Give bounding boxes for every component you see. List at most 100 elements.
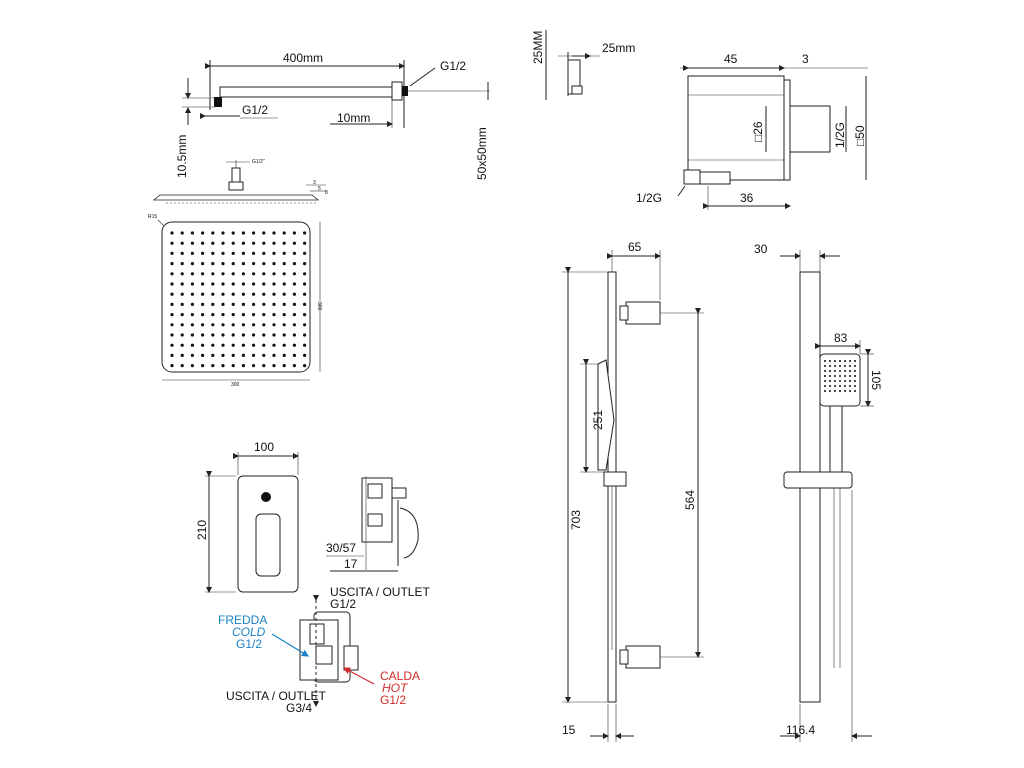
nozzle-dot xyxy=(180,292,184,296)
nozzle-dot xyxy=(252,241,256,245)
nozzle-dot xyxy=(231,323,235,327)
nozzle-dot xyxy=(292,251,296,255)
nozzle-dot xyxy=(262,313,266,317)
hand-nozzle-dot xyxy=(829,365,831,367)
cold-label-it: FREDDA xyxy=(218,613,267,627)
nozzle-dot xyxy=(262,323,266,327)
nozzle-dot xyxy=(252,231,256,235)
nozzle-dot xyxy=(190,323,194,327)
rail-projection-label: 116.4 xyxy=(786,723,815,737)
nozzle-dot xyxy=(211,251,215,255)
nozzle-dot xyxy=(190,302,194,306)
nozzle-dot xyxy=(303,231,307,235)
nozzle-dot xyxy=(221,343,225,347)
nozzle-dot xyxy=(180,343,184,347)
nozzle-dot xyxy=(262,333,266,337)
nozzle-dot xyxy=(282,262,286,266)
nozzle-dot xyxy=(282,241,286,245)
bracket-height-label: 25MM xyxy=(531,31,545,64)
nozzle-dot xyxy=(231,282,235,286)
nozzle-dot xyxy=(201,272,205,276)
hand-nozzle-dot xyxy=(849,380,851,382)
arm-thread-left-label: G1/2 xyxy=(242,103,268,117)
nozzle-dot xyxy=(241,333,245,337)
nozzle-dot xyxy=(262,262,266,266)
hand-nozzle-dot xyxy=(839,380,841,382)
hand-nozzle-dot xyxy=(839,390,841,392)
shower-head-side-drawing: G1/2" 3 5 8 xyxy=(152,159,328,204)
nozzle-dot xyxy=(180,353,184,357)
arm-height-label: 10.5mm xyxy=(175,135,189,178)
nozzle-dot xyxy=(303,364,307,368)
nozzle-dot xyxy=(221,282,225,286)
hand-nozzle-dot xyxy=(824,390,826,392)
nozzle-dot xyxy=(221,333,225,337)
nozzle-dot xyxy=(231,292,235,296)
nozzle-dot xyxy=(241,353,245,357)
nozzle-dot xyxy=(231,262,235,266)
hand-nozzle-dot xyxy=(824,365,826,367)
nozzle-dot xyxy=(292,323,296,327)
hand-nozzle-dot xyxy=(834,385,836,387)
nozzle-dot xyxy=(170,333,174,337)
nozzle-dot xyxy=(303,282,307,286)
nozzle-dot xyxy=(252,333,256,337)
nozzle-dot xyxy=(303,241,307,245)
nozzle-dot xyxy=(190,272,194,276)
nozzle-dot xyxy=(231,333,235,337)
nozzle-dot xyxy=(262,231,266,235)
nozzle-dot xyxy=(252,364,256,368)
mixer-connections-drawing: USCITA / OUTLET G1/2 FREDDA COLD G1/2 CA… xyxy=(218,585,430,715)
hand-nozzle-dot xyxy=(844,380,846,382)
nozzle-dot xyxy=(231,231,235,235)
nozzle-dot xyxy=(292,292,296,296)
nozzle-dot xyxy=(221,231,225,235)
hand-nozzle-dot xyxy=(829,390,831,392)
nozzle-dot xyxy=(221,292,225,296)
nozzle-dot xyxy=(282,313,286,317)
nozzle-dot xyxy=(282,282,286,286)
nozzle-dot xyxy=(211,313,215,317)
hand-nozzle-dot xyxy=(844,365,846,367)
hand-shower-nozzles xyxy=(824,360,856,392)
nozzle-dot xyxy=(303,313,307,317)
nozzle-dot xyxy=(221,272,225,276)
nozzle-dot xyxy=(170,241,174,245)
hot-size-label: G1/2 xyxy=(380,693,406,707)
outlet-bottom-text: USCITA / OUTLET xyxy=(226,689,326,703)
shower-arm-drawing: 400mm G1/2 G1/2 10mm 10.5mm 50x50mm xyxy=(175,51,490,180)
nozzle-dot xyxy=(190,241,194,245)
nozzle-dot xyxy=(262,251,266,255)
rail-spacing-label: 564 xyxy=(683,490,697,510)
nozzle-dot xyxy=(231,251,235,255)
hand-nozzle-dot xyxy=(824,380,826,382)
nozzle-dot xyxy=(252,323,256,327)
hand-nozzle-dot xyxy=(844,360,846,362)
rail-total-label: 703 xyxy=(569,510,583,530)
hand-nozzle-dot xyxy=(839,360,841,362)
nozzle-dot xyxy=(303,292,307,296)
mixer-front-drawing: 100 210 xyxy=(195,440,299,593)
nozzle-dot xyxy=(190,364,194,368)
nozzle-dot xyxy=(221,251,225,255)
hand-nozzle-dot xyxy=(824,370,826,372)
nozzle-dot xyxy=(282,251,286,255)
nozzle-dot xyxy=(292,241,296,245)
nozzle-dot xyxy=(272,292,276,296)
hand-nozzle-dot xyxy=(849,390,851,392)
nozzle-dot xyxy=(201,282,205,286)
hand-nozzle-dot xyxy=(824,360,826,362)
nozzle-dot xyxy=(282,353,286,357)
nozzle-dot xyxy=(262,343,266,347)
nozzle-dot xyxy=(201,343,205,347)
nozzle-dot xyxy=(303,262,307,266)
nozzle-dot xyxy=(241,231,245,235)
rail-front-drawing: 65 251 703 564 15 xyxy=(562,240,704,742)
nozzle-dot xyxy=(272,343,276,347)
nozzle-dot xyxy=(303,323,307,327)
outlet-thread-label: 1/2G xyxy=(833,122,847,148)
nozzle-dot xyxy=(170,343,174,347)
nozzle-dot xyxy=(180,333,184,337)
nozzle-dot xyxy=(190,313,194,317)
nozzle-dot xyxy=(201,313,205,317)
